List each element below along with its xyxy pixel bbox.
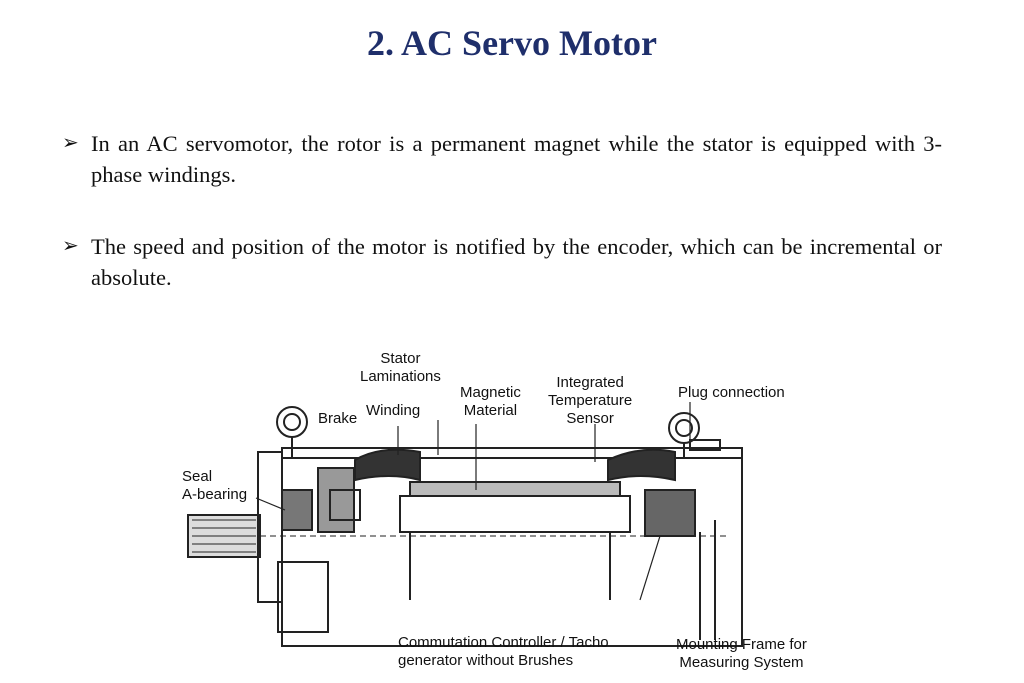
label-commutation-controller: Commutation Controller / Tacho generator… bbox=[398, 634, 609, 669]
bullet-encoder: ➢ The speed and position of the motor is… bbox=[62, 231, 942, 293]
label-seal-bearing: Seal A-bearing bbox=[182, 468, 248, 503]
bullet-list: ➢ In an AC servomotor, the rotor is a pe… bbox=[62, 128, 942, 334]
label-stator-laminations: Stator Laminations bbox=[360, 350, 441, 385]
label-brake: Brake bbox=[318, 410, 358, 427]
arrow-bullet-icon: ➢ bbox=[62, 235, 79, 257]
slide-title: 2. AC Servo Motor bbox=[367, 23, 657, 63]
bullet-text: In an AC servomotor, the rotor is a perm… bbox=[91, 131, 942, 187]
servo-motor-diagram: Stator Laminations Brake Winding Magneti… bbox=[170, 340, 850, 680]
bullet-text: The speed and position of the motor is n… bbox=[91, 234, 942, 290]
label-magnetic-material: Magnetic Material bbox=[460, 384, 521, 419]
arrow-bullet-icon: ➢ bbox=[62, 132, 79, 154]
label-mounting-frame: Mounting Frame for Measuring System bbox=[676, 636, 807, 671]
label-winding: Winding bbox=[366, 402, 421, 419]
motor-cross-section bbox=[187, 402, 743, 647]
label-temperature-sensor: Integrated Temperature Sensor bbox=[548, 374, 633, 427]
bullet-rotor-stator: ➢ In an AC servomotor, the rotor is a pe… bbox=[62, 128, 942, 190]
label-plug-connection: Plug connection bbox=[678, 384, 785, 401]
